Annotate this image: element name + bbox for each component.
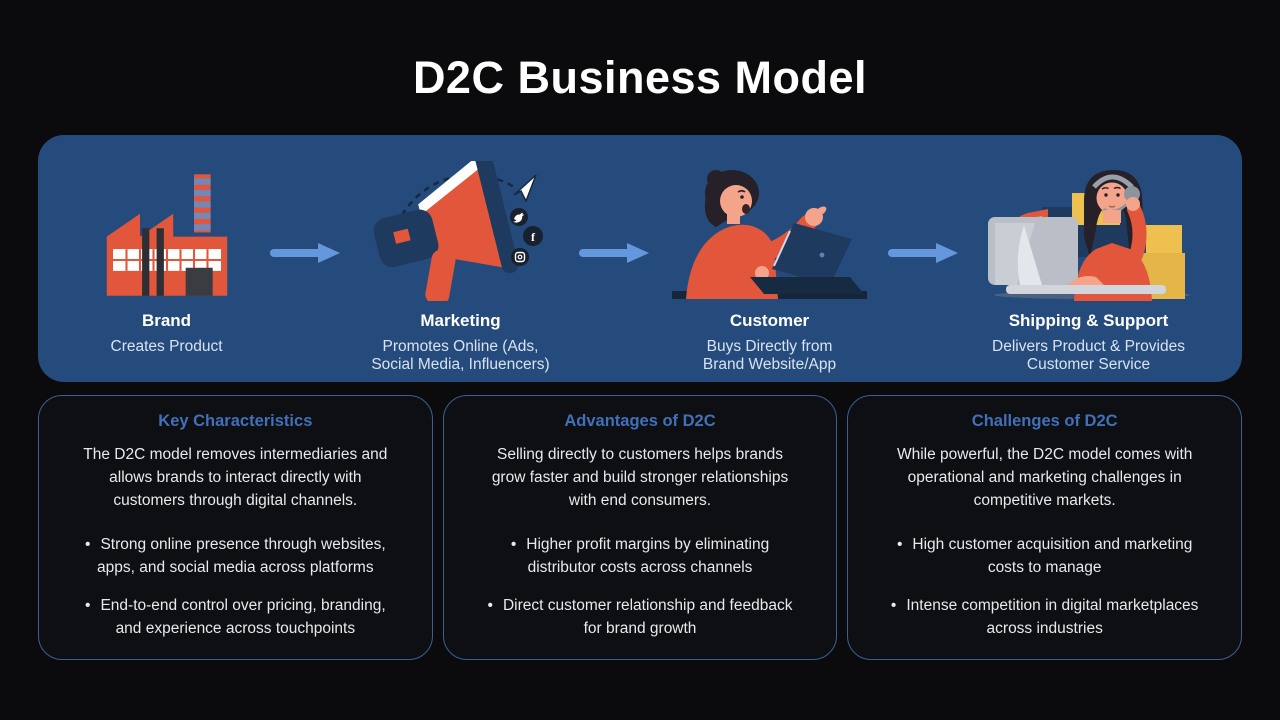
card-paragraph: While powerful, the D2C model comes with… bbox=[896, 446, 1193, 509]
step-caption-brand: Creates Product bbox=[110, 338, 223, 355]
info-cards-row: Key Characteristics The D2C model remove… bbox=[38, 395, 1243, 660]
facebook-icon: f bbox=[523, 226, 543, 246]
step-title-shipping-support: Shipping & Support bbox=[1008, 311, 1169, 330]
flow-step-customer: Customer Buys Directly from Brand Websit… bbox=[652, 153, 887, 375]
card-bullet-item: •Strong online presence through websites… bbox=[85, 535, 386, 576]
flow-step-brand: Brand Creates Product bbox=[64, 153, 269, 356]
customer-icon bbox=[672, 153, 867, 301]
step-caption-shipping-support: Delivers Product & Provides Customer Ser… bbox=[992, 338, 1185, 374]
bullet-icon: • bbox=[85, 596, 91, 614]
card-paragraph: Selling directly to customers helps bran… bbox=[491, 446, 789, 509]
card-bullet-item: •Direct customer relationship and feedba… bbox=[487, 596, 793, 637]
process-flow-banner: Brand Creates Product bbox=[38, 135, 1242, 382]
card-bullet-item: •Higher profit margins by eliminating di… bbox=[510, 535, 770, 576]
bullet-icon: • bbox=[510, 535, 517, 553]
support-agent-icon bbox=[984, 153, 1194, 301]
step-title-customer: Customer bbox=[729, 311, 810, 330]
step-caption-customer: Buys Directly from Brand Website/App bbox=[702, 338, 837, 374]
bullet-icon: • bbox=[896, 535, 903, 553]
flow-step-shipping-support: Shipping & Support Delivers Product & Pr… bbox=[961, 153, 1216, 375]
card-title: Key Characteristics bbox=[158, 412, 313, 430]
arrow-right-icon bbox=[579, 243, 649, 263]
step-caption-marketing: Promotes Online (Ads, Social Media, Infl… bbox=[371, 338, 550, 374]
arrow-right-icon bbox=[888, 243, 958, 263]
svg-text:f: f bbox=[531, 230, 536, 244]
card-bullet-item: •High customer acquisition and marketing… bbox=[896, 535, 1193, 576]
card-advantages: Advantages of D2C Selling directly to cu… bbox=[442, 395, 838, 660]
card-key-characteristics: Key Characteristics The D2C model remove… bbox=[38, 395, 433, 660]
bullet-icon: • bbox=[890, 596, 897, 614]
card-title: Advantages of D2C bbox=[564, 412, 716, 430]
arrow-right-icon bbox=[270, 243, 340, 263]
step-title-brand: Brand bbox=[141, 311, 192, 330]
flow-step-marketing: f Marketing Promotes Online (Ads, Social… bbox=[343, 153, 578, 375]
card-title: Challenges of D2C bbox=[971, 412, 1118, 430]
megaphone-icon: f bbox=[368, 153, 553, 301]
bullet-icon: • bbox=[487, 596, 493, 614]
instagram-icon bbox=[511, 248, 529, 266]
twitter-icon bbox=[510, 208, 528, 226]
card-bullet-item: •End-to-end control over pricing, brandi… bbox=[85, 596, 386, 637]
page-title: D2C Business Model bbox=[412, 52, 868, 103]
step-title-marketing: Marketing bbox=[420, 311, 501, 330]
bullet-icon: • bbox=[85, 535, 91, 553]
card-paragraph: The D2C model removes intermediaries and… bbox=[83, 446, 388, 509]
card-bullet-item: •Intense competition in digital marketpl… bbox=[890, 596, 1199, 637]
factory-icon bbox=[92, 153, 242, 301]
card-challenges: Challenges of D2C While powerful, the D2… bbox=[847, 395, 1243, 660]
